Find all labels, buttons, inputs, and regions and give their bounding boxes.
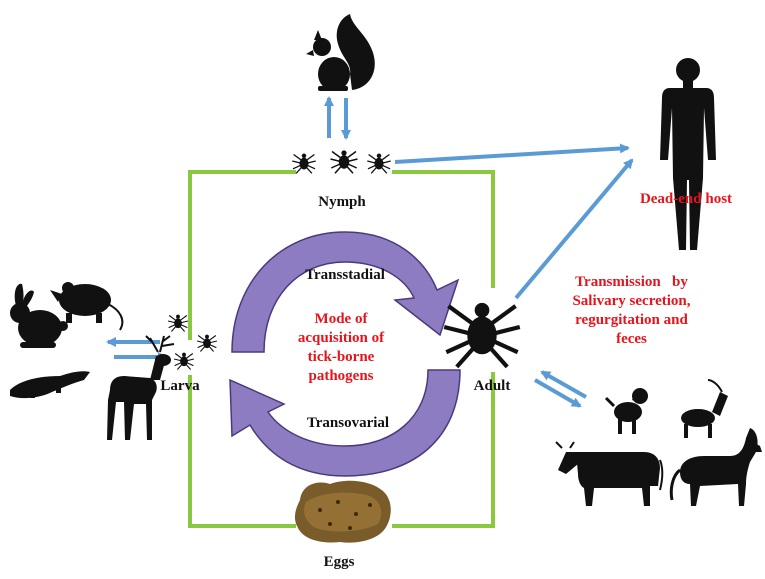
mode-line-1: Mode of (314, 311, 368, 327)
goat-icon (681, 379, 728, 438)
transstadial-arrow (231, 231, 460, 353)
larva-tick-icon-3 (173, 352, 195, 370)
transmission-line-3: regurgitation and (575, 312, 688, 328)
arrow-adult-to-livestock (533, 378, 582, 408)
dead-end-host-label: Dead-end host (639, 191, 733, 207)
transstadial-label: Transstadial (305, 267, 385, 283)
eggs-label: Eggs (323, 554, 355, 570)
arrow-livestock-to-adult (540, 370, 587, 399)
adult-label: Adult (473, 378, 511, 394)
deer-icon (107, 335, 175, 440)
transovarial-label: Transovarial (306, 415, 390, 431)
nymph-tick-icon-2 (329, 149, 359, 174)
mode-of-acquisition-text: Mode of acquisition of tick-borne pathog… (282, 310, 400, 386)
adult-tick-icon (444, 303, 520, 367)
human-silhouette-icon (660, 58, 716, 250)
transmission-text: Transmission by Salivary secretion, regu… (544, 273, 719, 349)
arrow-nymph-to-human (394, 143, 630, 164)
squirrel-icon (306, 14, 375, 91)
nymph-label: Nymph (318, 194, 366, 210)
transmission-line-2: Salivary secretion, (572, 293, 691, 309)
larva-tick-icon-2 (196, 334, 218, 352)
larva-label: Larva (160, 378, 200, 394)
transovarial-arrow (229, 369, 461, 477)
mode-line-3: tick-borne (307, 349, 375, 365)
arrow-adult-to-human (514, 158, 634, 300)
horse-icon (669, 428, 762, 506)
transmission-line-4: feces (616, 331, 647, 347)
larva-tick-icon-1 (167, 314, 189, 332)
dog-icon (604, 388, 648, 434)
transmission-line-1: Transmission by (575, 274, 688, 290)
rat-icon (50, 282, 124, 331)
cow-icon (555, 441, 664, 506)
transmission-arrows (106, 96, 634, 408)
mode-line-2: acquisition of (297, 330, 385, 346)
alligator-icon (10, 371, 90, 399)
rabbit-icon (10, 283, 68, 348)
nymph-tick-icon-3 (366, 152, 392, 174)
mode-line-4: pathogens (308, 368, 374, 384)
cycle-frame (188, 170, 495, 528)
egg-mass-icon (294, 480, 391, 543)
